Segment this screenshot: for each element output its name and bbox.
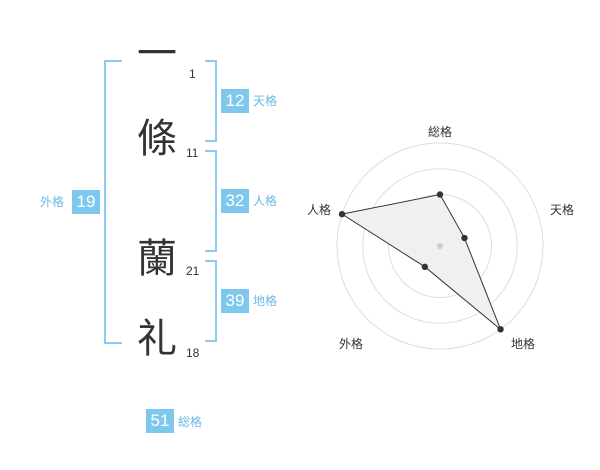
radar-series-polygon (340, 193, 502, 330)
stroke-count-1: 1 (189, 67, 196, 81)
radar-point-tenkaku (461, 234, 468, 242)
chikaku-bracket (205, 260, 217, 342)
radar-point-soukaku (436, 191, 444, 198)
radar-axis-label-gaikaku: 外格 (339, 337, 364, 351)
stroke-count-3: 21 (186, 264, 200, 278)
jinkaku-label: 人格 (253, 194, 278, 208)
tenkaku-label: 天格 (253, 94, 278, 108)
name-char-1: 一 (137, 31, 177, 77)
name-char-3: 蘭 (137, 236, 177, 282)
tenkaku-bracket (205, 60, 217, 142)
jinkaku-bracket (205, 150, 217, 252)
radar-axis-label-soukaku: 総格 (428, 125, 453, 139)
chikaku-value-badge: 39 (221, 289, 249, 313)
tenkaku-value-badge: 12 (221, 89, 249, 113)
radar-grid-ring (336, 142, 544, 350)
radar-center-dot (437, 243, 443, 249)
radar-point-gaikaku (421, 263, 429, 271)
name-char-2: 條 (137, 116, 177, 162)
radar-point-jinkaku (338, 210, 346, 218)
radar-axis-label-tenkaku: 天格 (550, 203, 575, 217)
radar-series (338, 191, 504, 333)
stroke-count-4: 18 (186, 346, 200, 360)
radar-axis-label-chikaku: 地格 (511, 337, 536, 351)
soukaku-value-badge: 51 (146, 409, 174, 433)
soukaku-label: 総格 (178, 415, 203, 429)
gaikaku-value-badge: 19 (72, 190, 100, 214)
radar-grid-ring (362, 168, 518, 324)
stroke-count-2: 11 (186, 146, 199, 160)
name-char-4: 礼 (137, 316, 177, 362)
radar-point-chikaku (497, 326, 504, 333)
chikaku-label: 地格 (253, 294, 278, 308)
gaikaku-bracket (104, 60, 122, 344)
radar-grid-ring (413, 219, 467, 273)
radar-grid-ring (388, 194, 492, 298)
radar-grid (336, 142, 544, 350)
jinkaku-value-badge: 32 (221, 189, 249, 213)
radar-axis-label-jinkaku: 人格 (307, 203, 332, 217)
gaikaku-label: 外格 (40, 195, 65, 209)
